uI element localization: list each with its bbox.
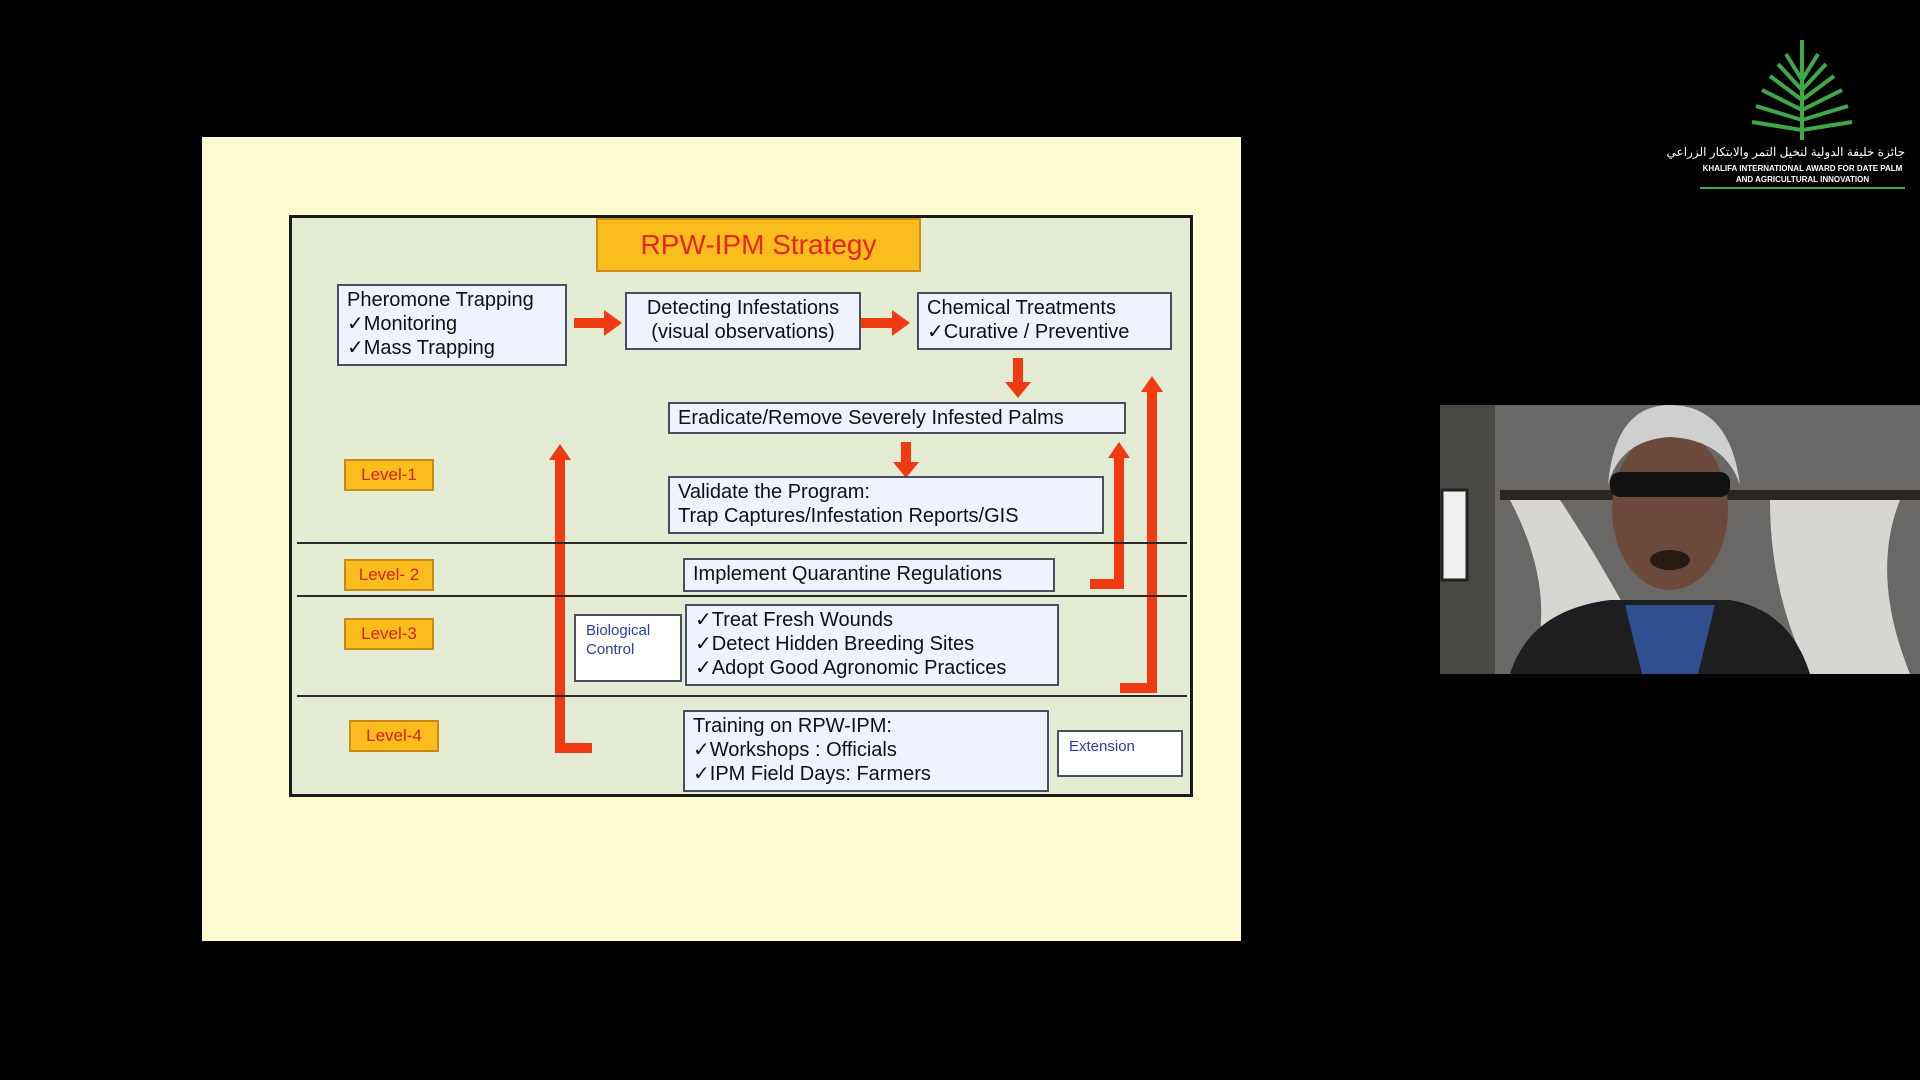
presenter-webcam	[1440, 405, 1920, 674]
ipm-strategy-diagram: RPW-IPM Strategy Pheromone Trapping ✓Mon…	[289, 215, 1193, 797]
box-line: ✓Treat Fresh Wounds	[695, 609, 893, 631]
field-practices-box: ✓Treat Fresh Wounds ✓Detect Hidden Breed…	[685, 604, 1059, 686]
box-line: Validate the Program:	[678, 481, 870, 503]
box-line: Chemical Treatments	[927, 297, 1116, 319]
box-line: ✓IPM Field Days: Farmers	[693, 763, 931, 785]
level-1-label: Level-1	[344, 459, 434, 491]
validate-program-box: Validate the Program: Trap Captures/Infe…	[668, 476, 1104, 534]
divider-line	[297, 695, 1187, 697]
box-line: Trap Captures/Infestation Reports/GIS	[678, 505, 1019, 527]
logo-underline	[1700, 187, 1905, 189]
arrows-layer	[549, 310, 1163, 753]
level-4-label: Level-4	[349, 720, 439, 752]
arrow-level4-return	[549, 444, 592, 753]
logo-english-line-1: KHALIFA INTERNATIONAL AWARD FOR DATE PAL…	[1702, 164, 1903, 173]
divider-line	[297, 542, 1187, 544]
level-2-label: Level- 2	[344, 559, 434, 591]
logo-arabic-text: جائزة خليفة الدولية لنخيل التمر والابتكا…	[1666, 145, 1905, 159]
quarantine-box: Implement Quarantine Regulations	[683, 558, 1055, 592]
box-line: ✓Curative / Preventive	[927, 321, 1130, 343]
chemical-treatments-box: Chemical Treatments ✓Curative / Preventi…	[917, 292, 1172, 350]
detecting-infestations-box: Detecting Infestations (visual observati…	[625, 292, 861, 350]
box-line: ✓Detect Hidden Breeding Sites	[695, 633, 975, 655]
box-line: ✓Workshops : Officials	[693, 739, 897, 761]
box-line: Training on RPW-IPM:	[693, 715, 892, 737]
presentation-slide: RPW-IPM Strategy Pheromone Trapping ✓Mon…	[202, 137, 1241, 941]
box-line: Eradicate/Remove Severely Infested Palms	[678, 407, 1064, 429]
arrow-level2-return	[1090, 442, 1130, 589]
box-line: Pheromone Trapping	[347, 289, 534, 311]
box-line: ✓Mass Trapping	[347, 337, 495, 359]
arrow-level3-return	[1120, 376, 1163, 693]
box-line: Implement Quarantine Regulations	[693, 563, 1003, 585]
level-3-label: Level-3	[344, 618, 434, 650]
eradicate-box: Eradicate/Remove Severely Infested Palms	[668, 402, 1126, 434]
date-palm-icon	[1751, 40, 1853, 140]
arrow-chemical-to-eradicate	[1005, 358, 1031, 398]
pheromone-trapping-box: Pheromone Trapping ✓Monitoring ✓Mass Tra…	[337, 284, 567, 366]
diagram-title: RPW-IPM Strategy	[596, 218, 921, 272]
arrow-detecting-to-chemical	[860, 310, 910, 336]
box-line: Control	[586, 641, 635, 658]
arrow-pheromone-to-detecting	[574, 310, 622, 336]
box-line: ✓Monitoring	[347, 313, 458, 335]
extension-box: Extension	[1057, 730, 1183, 777]
khalifa-award-logo: جائزة خليفة الدولية لنخيل التمر والابتكا…	[1666, 30, 1905, 190]
training-box: Training on RPW-IPM: ✓Workshops : Offici…	[683, 710, 1049, 792]
box-line: Biological	[586, 622, 651, 639]
box-line: ✓Adopt Good Agronomic Practices	[695, 657, 1007, 679]
presenter-video-icon	[1440, 405, 1920, 674]
biological-control-box: Biological Control	[574, 614, 682, 682]
divider-line	[297, 595, 1187, 597]
box-line: Extension	[1069, 738, 1135, 755]
logo-english-line-2: AND AGRICULTURAL INNOVATION	[1735, 175, 1870, 184]
box-line: Detecting Infestations	[646, 297, 840, 319]
arrow-eradicate-to-validate	[893, 442, 919, 478]
box-line: (visual observations)	[651, 321, 835, 343]
